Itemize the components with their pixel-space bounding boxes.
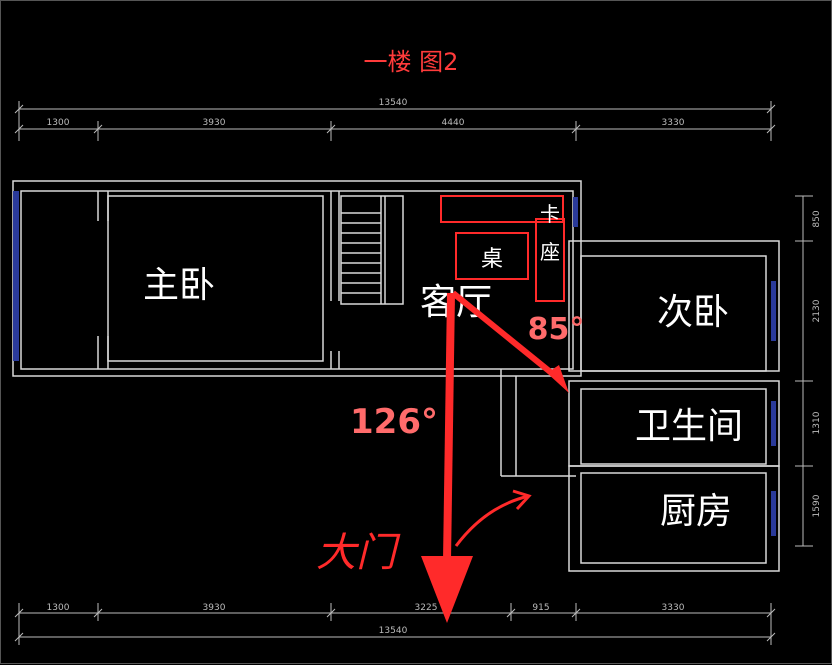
dim-bottom-seg-5: 3330 xyxy=(662,603,685,613)
arrowhead-right xyxy=(547,365,569,393)
dim-bottom-total: 13540 xyxy=(379,626,408,636)
dim-bottom-seg-2: 3930 xyxy=(203,603,226,613)
dining-table xyxy=(455,232,529,280)
arrowhead-bottom xyxy=(421,556,473,623)
dim-top-total: 13540 xyxy=(379,98,408,108)
dim-bottom-seg-3: 3225 xyxy=(415,603,438,613)
dim-right-seg-1: 850 xyxy=(812,210,822,227)
room-master-bedroom: 主卧 xyxy=(143,265,215,306)
angle-label-126: 126° xyxy=(350,402,438,442)
top-dimension-chain xyxy=(14,101,776,141)
dim-bottom-seg-1: 1300 xyxy=(47,603,70,613)
plan-title: 一楼 图2 xyxy=(364,48,459,76)
angle-label-85: 85° xyxy=(528,312,585,347)
arrow-to-right xyxy=(451,290,561,382)
booth-bench-top xyxy=(440,195,564,223)
annotation-arrows xyxy=(421,290,569,623)
dim-top-seg-3: 4440 xyxy=(442,118,465,128)
dim-right-seg-3: 1310 xyxy=(812,411,822,434)
walls xyxy=(12,180,780,572)
booth-bench-side xyxy=(535,218,565,302)
label-booth-1: 卡 xyxy=(540,202,560,226)
arrow-to-bottom xyxy=(443,292,455,562)
room-second-bedroom: 次卧 xyxy=(657,292,729,333)
furniture xyxy=(440,195,565,302)
dim-right-seg-4: 1590 xyxy=(812,494,822,517)
main-door-label: 大门 xyxy=(316,530,401,576)
dim-right-seg-2: 2130 xyxy=(812,299,822,322)
dim-top-seg-4: 3330 xyxy=(662,118,685,128)
door-swing-arrowhead xyxy=(512,489,532,511)
label-table: 桌 xyxy=(481,247,503,272)
bottom-dimension-chain xyxy=(14,603,776,645)
windows xyxy=(13,191,776,536)
dim-top-seg-2: 3930 xyxy=(203,118,226,128)
door-swing-arrow xyxy=(454,494,530,547)
dim-top-seg-1: 1300 xyxy=(47,118,70,128)
room-bathroom: 卫生间 xyxy=(635,406,743,447)
label-booth-2: 座 xyxy=(540,240,560,264)
room-kitchen: 厨房 xyxy=(660,491,732,532)
dim-bottom-seg-4: 915 xyxy=(532,603,549,613)
right-dimension-chain xyxy=(795,195,813,547)
